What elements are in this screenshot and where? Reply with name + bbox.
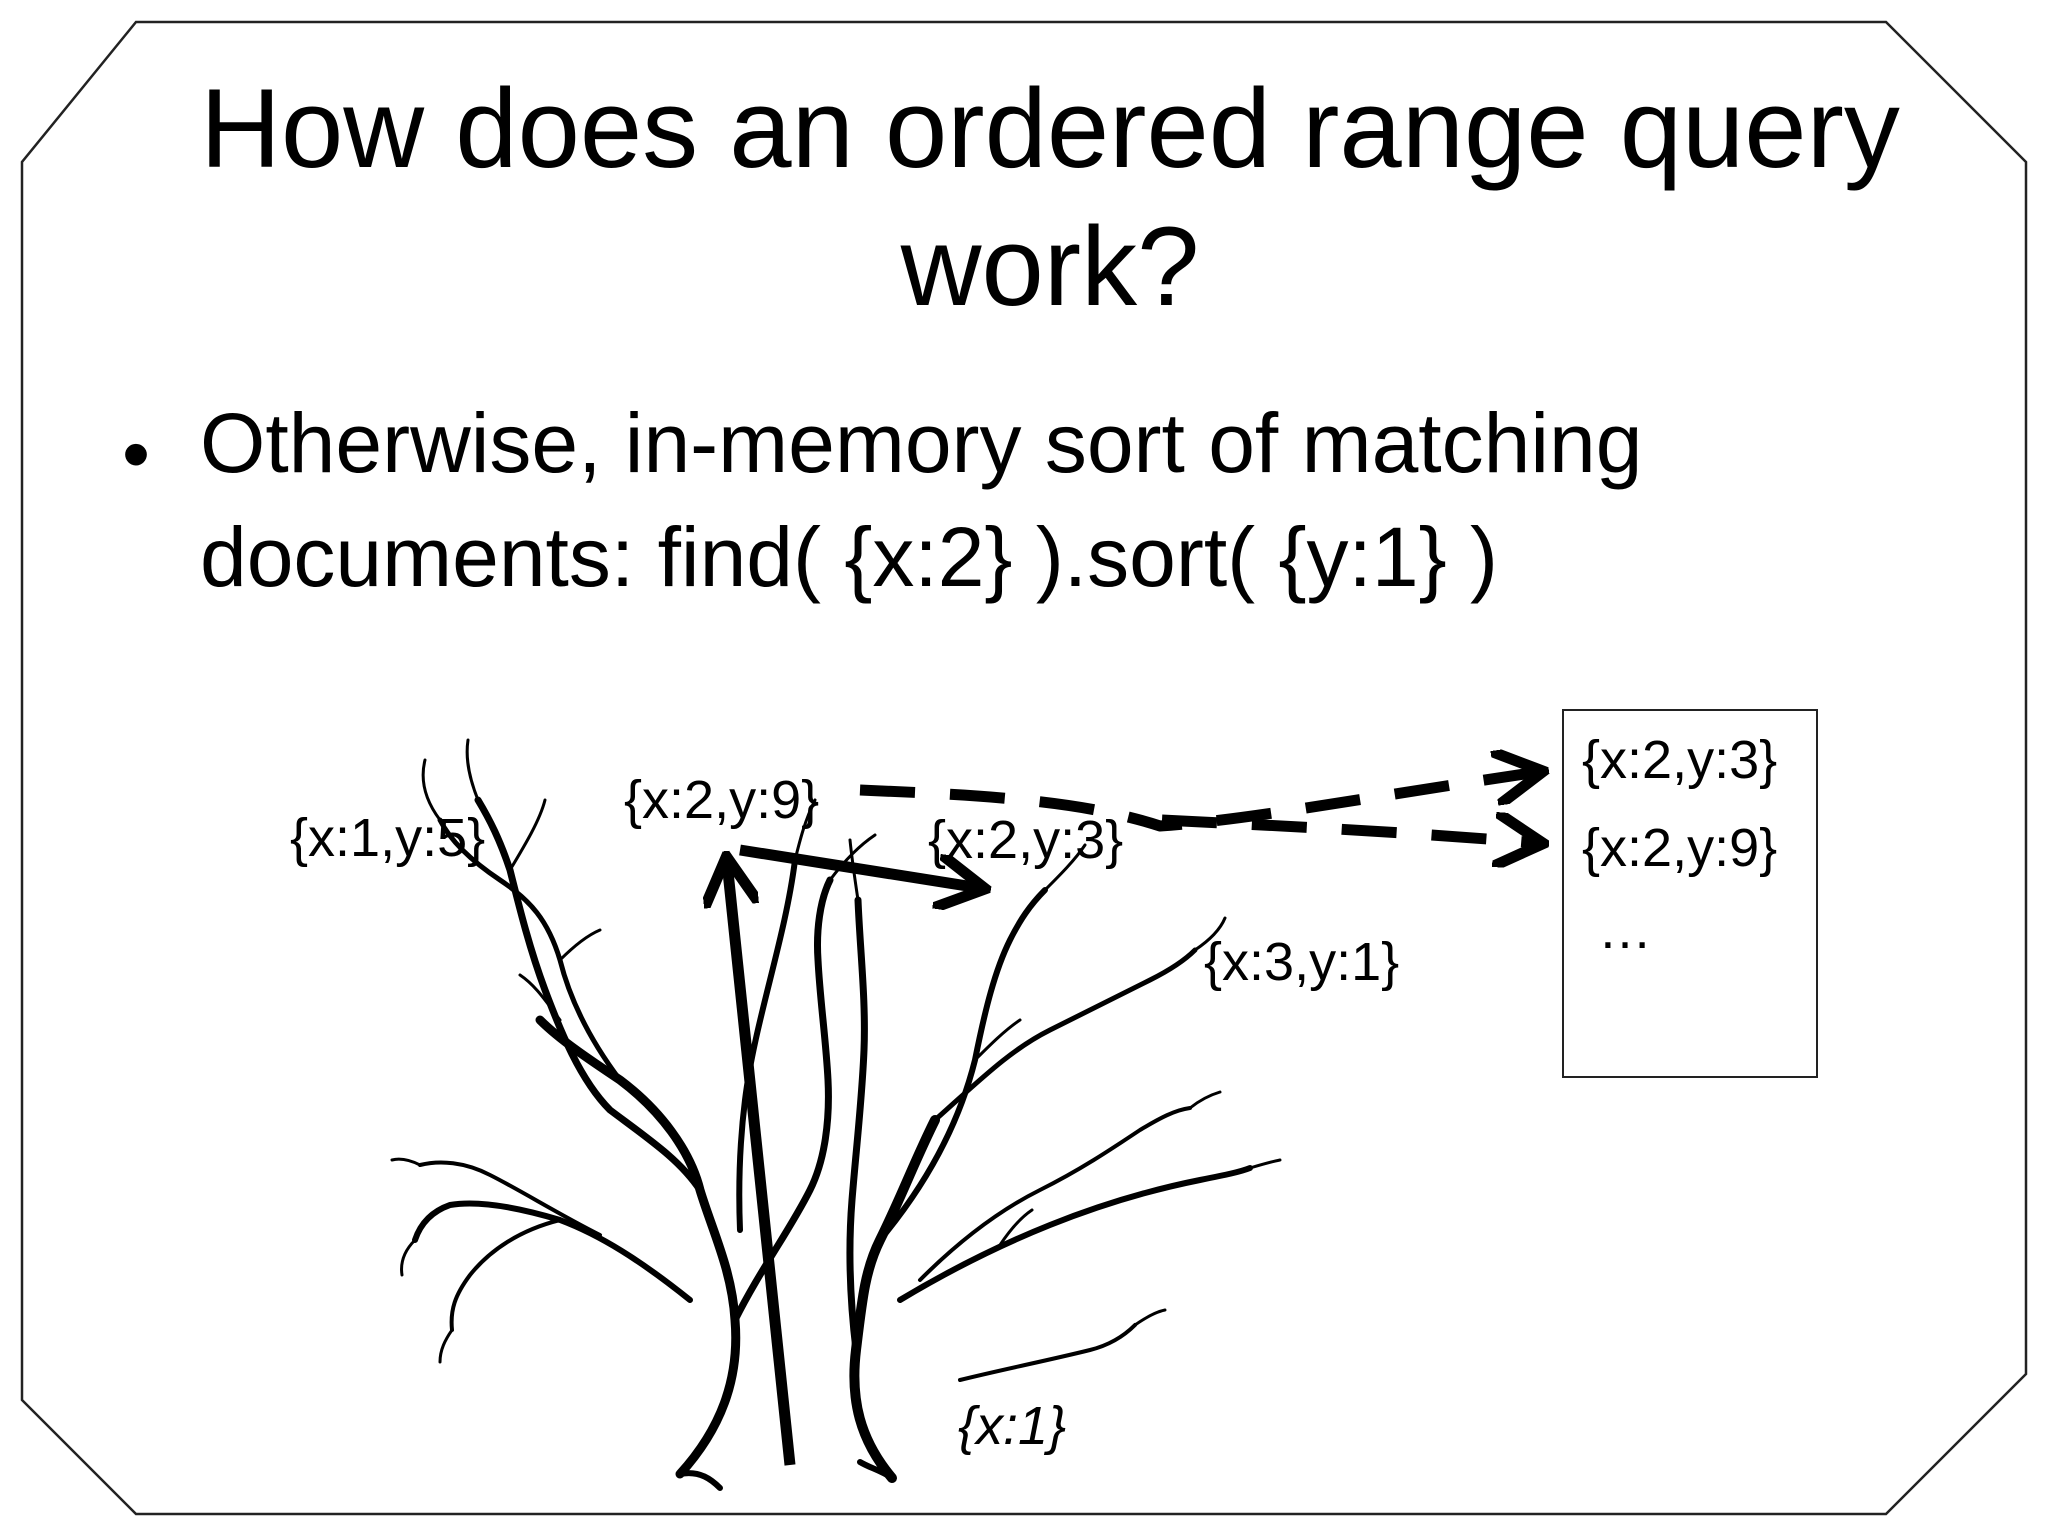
tree-limb-right-3 xyxy=(897,1165,1253,1303)
tree-twig-10 xyxy=(400,1238,417,1277)
tree-twig-18 xyxy=(973,1018,1022,1062)
slide-title: How does an ordered range query work? xyxy=(200,66,1900,329)
tree-label-x1y5: {x:1,y:5} xyxy=(290,808,486,868)
tree-limb-right-4 xyxy=(918,1106,1192,1282)
result-ellipsis: … xyxy=(1598,900,1652,960)
traversal-arrow-right xyxy=(739,844,980,888)
tree-branch-lower-left-3 xyxy=(418,1160,602,1237)
traversal-arrow-up xyxy=(727,862,796,1466)
tree-limb-right-2 xyxy=(932,947,1198,1123)
tree-twig-1 xyxy=(465,738,480,802)
sort-result-arrows xyxy=(859,772,1538,843)
tree-root-left xyxy=(677,1470,723,1491)
bullet-text: Otherwise, in-memory sort of matching do… xyxy=(200,396,1643,604)
tree-branch-lower-left xyxy=(412,1200,693,1303)
tree-twig-9 xyxy=(1248,1158,1282,1170)
tree-twig-8 xyxy=(1193,916,1227,952)
result-item-2: {x:2,y:9} xyxy=(1582,818,1778,878)
tree-trunk-left xyxy=(535,1015,741,1479)
tree-branch-lower-left-2 xyxy=(449,1218,562,1332)
tree-twig-7 xyxy=(1043,843,1087,892)
tree-limb-center-2 xyxy=(731,876,834,1324)
tree-drawing xyxy=(390,738,1282,1491)
tree-limb-left-2 xyxy=(437,817,623,1083)
dashed-arrow-to-second xyxy=(1161,820,1538,843)
tree-limb-right-5 xyxy=(958,1323,1137,1382)
bullet-marker: • xyxy=(122,409,151,498)
tree-limb-center-1 xyxy=(736,857,798,1233)
tree-label-x2y9: {x:2,y:9} xyxy=(624,770,820,830)
index-traversal-arrows xyxy=(727,844,980,1466)
dashed-arrow-to-first xyxy=(859,772,1538,832)
tree-label-x2y3: {x:2,y:3} xyxy=(928,810,1124,870)
tree-root-right xyxy=(857,1459,895,1481)
tree-twig-16 xyxy=(558,928,602,962)
result-item-1: {x:2,y:3} xyxy=(1582,730,1778,790)
tree-twig-2 xyxy=(421,758,442,822)
slide-frame xyxy=(20,20,2028,1516)
tree-trunk-right xyxy=(849,1115,940,1483)
tree-twig-14 xyxy=(1133,1308,1167,1327)
sorted-results-box xyxy=(1562,709,1818,1078)
tree-label-x3y1: {x:3,y:1} xyxy=(1204,932,1400,992)
tree-twig-11 xyxy=(438,1328,454,1364)
tree-twig-13 xyxy=(1188,1090,1222,1110)
tree-limb-center-3 xyxy=(846,896,868,1354)
tree-twig-12 xyxy=(390,1157,422,1167)
tree-label-index-root: {x:1} xyxy=(958,1396,1067,1456)
tree-limb-right-1 xyxy=(877,887,1048,1243)
tree-twig-17 xyxy=(518,973,562,1022)
tree-limb-left xyxy=(474,796,704,1194)
tree-twig-3 xyxy=(508,798,547,872)
tree-twig-15 xyxy=(998,1208,1034,1247)
